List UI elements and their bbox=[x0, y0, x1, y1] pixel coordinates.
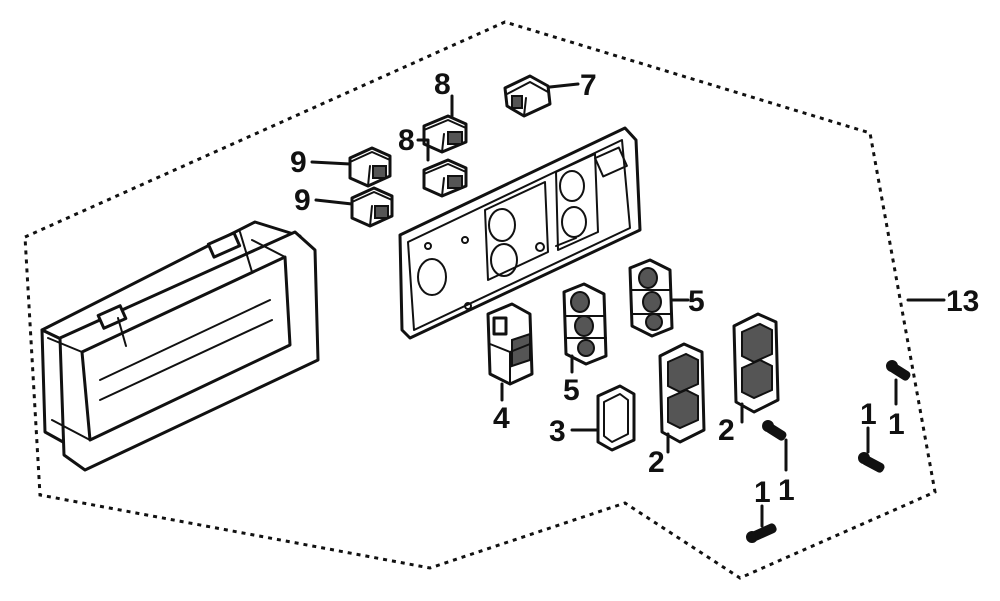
switch-panel bbox=[398, 126, 642, 340]
callout-1-d: 1 bbox=[888, 408, 905, 441]
callout-9-lower: 9 bbox=[294, 184, 311, 217]
part-9-switch-upper bbox=[348, 146, 392, 188]
part-2-switch-right bbox=[732, 312, 780, 414]
callout-1-a: 1 bbox=[754, 476, 771, 509]
leader-9b bbox=[314, 198, 354, 206]
callout-7: 7 bbox=[580, 69, 597, 102]
callout-8-lower: 8 bbox=[398, 124, 415, 157]
part-1-screw-b bbox=[762, 420, 787, 441]
callout-2-left: 2 bbox=[648, 446, 665, 479]
part-9-switch-lower bbox=[350, 186, 394, 228]
part-1-screw-c bbox=[858, 452, 885, 473]
part-5-switch-lower bbox=[562, 282, 608, 366]
part-8-switch-upper bbox=[422, 114, 468, 154]
callout-8-upper: 8 bbox=[434, 68, 451, 101]
callout-3: 3 bbox=[549, 415, 566, 448]
part-5-switch-upper bbox=[628, 258, 674, 338]
part-3-switch bbox=[596, 384, 636, 452]
callout-2-right: 2 bbox=[718, 414, 735, 447]
leader-9a bbox=[310, 160, 352, 166]
callout-1-b: 1 bbox=[778, 474, 795, 507]
leader-7 bbox=[548, 82, 580, 89]
callout-4: 4 bbox=[493, 402, 510, 435]
bezel-frame bbox=[40, 220, 320, 472]
leader-8b bbox=[416, 138, 430, 162]
callout-5-upper: 5 bbox=[688, 285, 705, 318]
callout-1-c: 1 bbox=[860, 398, 877, 431]
callout-9-upper: 9 bbox=[290, 146, 307, 179]
part-4-switch bbox=[486, 302, 534, 386]
part-2-switch-left bbox=[658, 342, 706, 444]
part-1-screw-a bbox=[746, 523, 777, 543]
part-1-screw-d bbox=[886, 360, 911, 381]
part-7-switch bbox=[503, 74, 552, 118]
assembly-boundary bbox=[23, 20, 937, 580]
callout-13: 13 bbox=[946, 285, 979, 318]
part-8-switch-lower bbox=[422, 158, 468, 198]
callout-5-lower: 5 bbox=[563, 374, 580, 407]
